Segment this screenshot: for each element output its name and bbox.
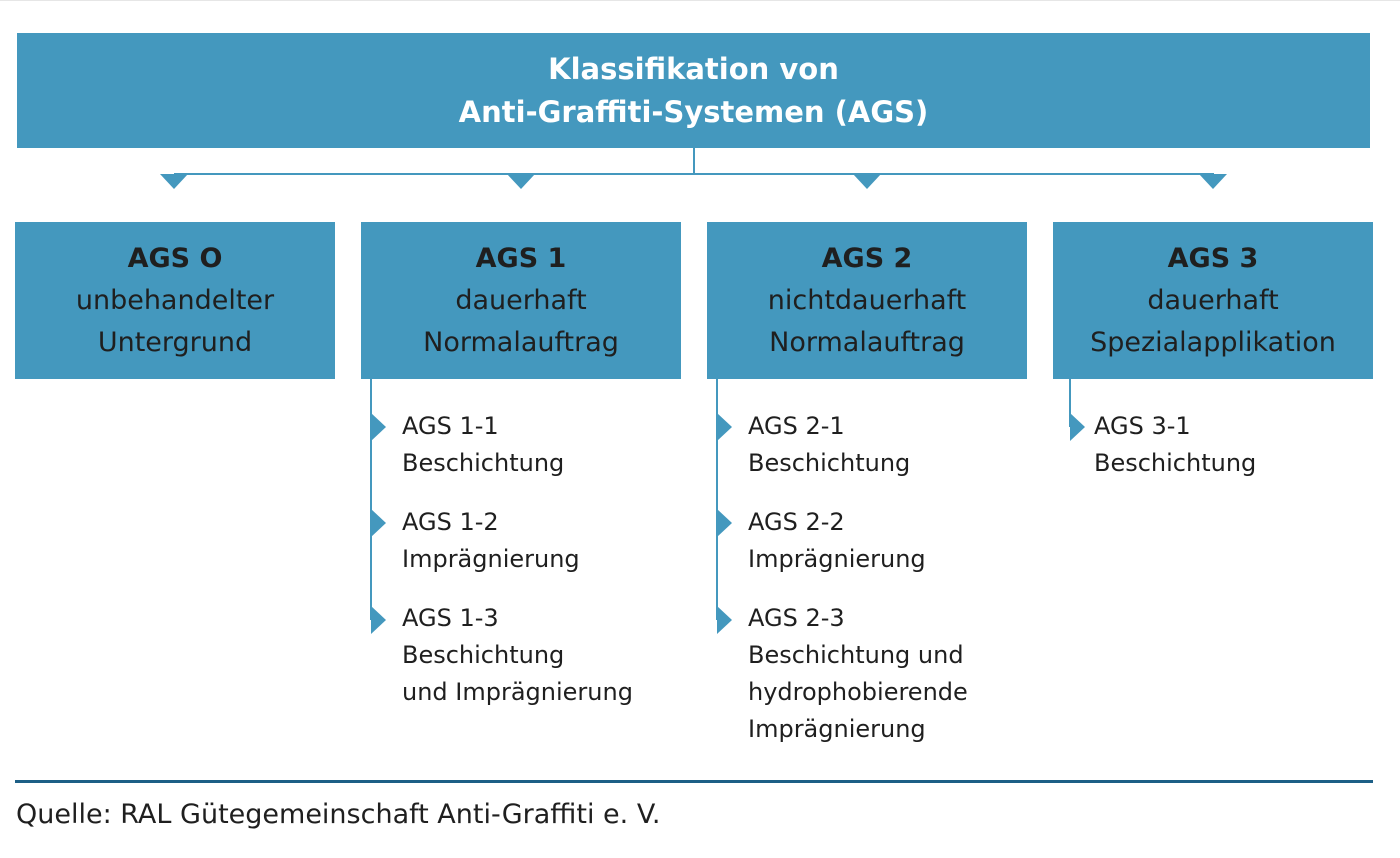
category-box-ags1: AGS 1 dauerhaft Normalauftrag — [361, 222, 681, 379]
sub-item-code: AGS 3-1 — [1094, 412, 1191, 440]
sub-item-ags2-2: AGS 2-2 Imprägnierung — [748, 504, 926, 578]
sub-item-text: Beschichtung — [402, 449, 565, 477]
arrow-right-ags1-1 — [371, 413, 386, 441]
arrow-down-ags0 — [160, 174, 188, 189]
category-box-ags0: AGS O unbehandelter Untergrund — [15, 222, 335, 379]
sub-item-code: AGS 2-2 — [748, 508, 845, 536]
category-code: AGS 1 — [475, 242, 567, 274]
arrow-right-ags1-3 — [371, 606, 386, 634]
sub-item-ags1-1: AGS 1-1 Beschichtung — [402, 408, 564, 482]
sub-item-code: AGS 1-2 — [402, 508, 499, 536]
sub-item-ags1-3: AGS 1-3 Beschichtung und Imprägnierung — [402, 600, 633, 711]
category-line-2: Normalauftrag — [423, 326, 619, 358]
arrow-down-ags3 — [1199, 174, 1227, 189]
sub-item-ags1-2: AGS 1-2 Imprägnierung — [402, 504, 580, 578]
sub-item-code: AGS 2-3 — [748, 604, 845, 632]
arrow-down-ags2 — [853, 174, 881, 189]
sub-item-ags2-3: AGS 2-3 Beschichtung und hydrophobierend… — [748, 600, 968, 748]
sub-item-ags2-1: AGS 2-1 Beschichtung — [748, 408, 910, 482]
category-line-2: Normalauftrag — [769, 326, 965, 358]
arrow-right-ags2-3 — [717, 606, 732, 634]
category-line-1: nichtdauerhaft — [767, 284, 967, 316]
category-line-2: Spezialapplikation — [1090, 326, 1336, 358]
sub-item-ags3-1: AGS 3-1 Beschichtung — [1094, 408, 1256, 482]
sub-item-text: Imprägnierung — [748, 715, 926, 743]
category-box-ags2: AGS 2 nichtdauerhaft Normalauftrag — [707, 222, 1027, 379]
category-box-ags3: AGS 3 dauerhaft Spezialapplikation — [1053, 222, 1373, 379]
arrow-right-ags1-2 — [371, 509, 386, 537]
category-code: AGS O — [127, 242, 223, 274]
arrow-right-ags3-1 — [1070, 413, 1085, 441]
sub-item-code: AGS 2-1 — [748, 412, 845, 440]
category-line-1: unbehandelter — [75, 284, 275, 316]
sub-item-text: Beschichtung — [748, 449, 911, 477]
source-caption: Quelle: RAL Gütegemeinschaft Anti-Graffi… — [16, 799, 661, 830]
sub-item-text: Imprägnierung — [748, 545, 926, 573]
sub-item-text: Beschichtung und — [748, 641, 964, 669]
sub-item-text: Beschichtung — [1094, 449, 1257, 477]
arrow-right-ags2-1 — [717, 413, 732, 441]
sub-item-text: hydrophobierende — [748, 678, 968, 706]
category-line-1: dauerhaft — [1147, 284, 1279, 316]
arrow-down-ags1 — [507, 174, 535, 189]
category-line-2: Untergrund — [97, 326, 253, 358]
category-code: AGS 3 — [1167, 242, 1259, 274]
category-line-1: dauerhaft — [455, 284, 587, 316]
source-divider — [15, 780, 1373, 783]
diagram-title-box: Klassifikation von Anti-Graffiti-Systeme… — [17, 33, 1370, 148]
sub-item-text: Beschichtung — [402, 641, 565, 669]
top-divider — [0, 0, 1400, 1]
arrow-right-ags2-2 — [717, 509, 732, 537]
title-line-2: Anti-Graffiti-Systemen (AGS) — [458, 94, 929, 129]
sub-item-text: und Imprägnierung — [402, 678, 633, 706]
sub-item-code: AGS 1-3 — [402, 604, 499, 632]
title-line-1: Klassifikation von — [548, 51, 839, 86]
category-code: AGS 2 — [821, 242, 913, 274]
sub-item-text: Imprägnierung — [402, 545, 580, 573]
sub-item-code: AGS 1-1 — [402, 412, 499, 440]
